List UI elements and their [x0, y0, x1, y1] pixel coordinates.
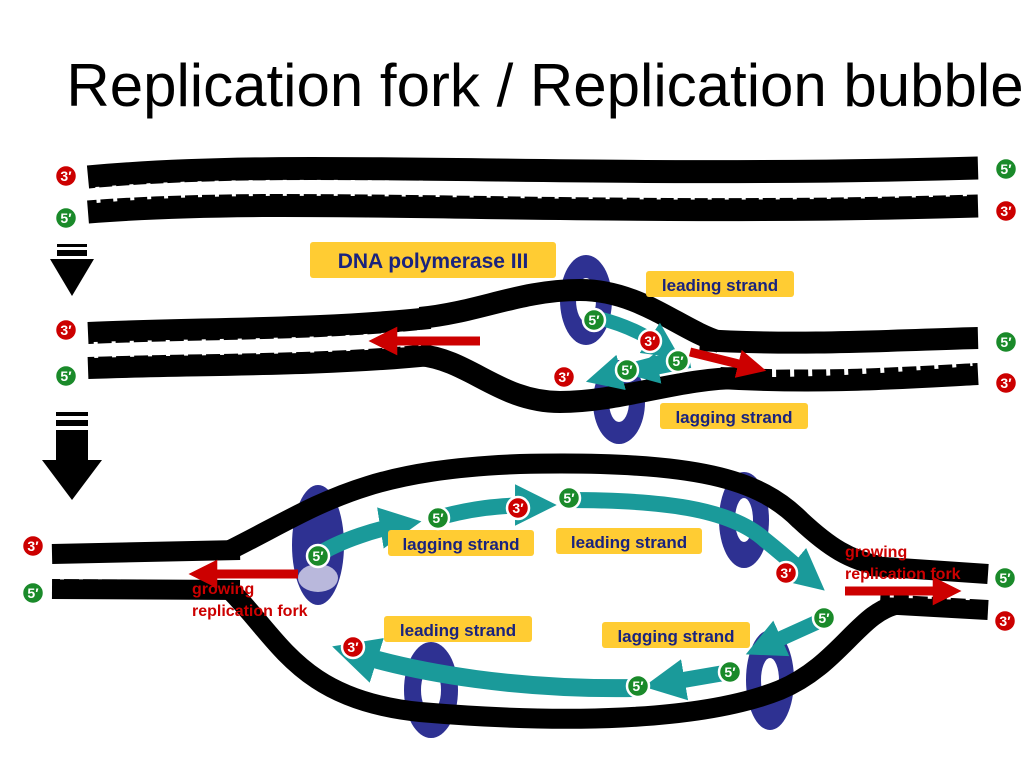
five-prime-label: 5′	[588, 312, 600, 328]
five-prime-label: 5′	[60, 210, 72, 226]
five-prime-label: 5′	[1000, 334, 1012, 350]
three-prime-label: 3′	[60, 322, 72, 338]
strand-end-badges: 3′ 5′ 5′ 3′ 3′ 5′ 5′ 3′ 5′ 3′ 5′ 5′ 3′ 3′ 5′ 5′ 3′ 5′ 5′ 3′…	[20, 156, 1019, 699]
five-prime-badge	[717, 659, 743, 685]
five-prime-badge	[665, 348, 691, 374]
svg-text:growing: growing	[845, 544, 907, 561]
five-prime-badge	[53, 363, 79, 389]
five-prime-badge	[992, 565, 1018, 591]
three-prime-badge	[993, 370, 1019, 396]
five-prime-label: 5′	[27, 585, 39, 601]
three-prime-label: 3′	[512, 500, 524, 516]
page-title: Replication fork / Replication bubble	[66, 52, 1024, 119]
three-prime-label: 3′	[780, 565, 792, 581]
svg-text:DNA polymerase III: DNA polymerase III	[338, 250, 529, 273]
three-prime-badge	[505, 495, 531, 521]
five-prime-label: 5′	[632, 678, 644, 694]
lagging-strand-fragment	[745, 613, 826, 657]
three-prime-badge	[773, 560, 799, 586]
five-prime-label: 5′	[672, 353, 684, 369]
three-prime-label: 3′	[1000, 203, 1012, 219]
three-prime-badge	[53, 163, 79, 189]
growing-fork-label-right: growing replication fork	[845, 544, 961, 583]
five-prime-label: 5′	[818, 610, 830, 626]
svg-text:lagging strand: lagging strand	[675, 408, 792, 427]
svg-text:leading strand: leading strand	[571, 533, 687, 552]
five-prime-label: 5′	[621, 362, 633, 378]
three-prime-label: 3′	[60, 168, 72, 184]
five-prime-label: 5′	[999, 570, 1011, 586]
svg-text:replication fork: replication fork	[192, 603, 308, 620]
three-prime-badge	[53, 317, 79, 343]
five-prime-badge	[811, 605, 837, 631]
five-prime-label: 5′	[432, 510, 444, 526]
lagging-strand-label: lagging strand	[602, 622, 750, 648]
leading-strand-label: leading strand	[384, 616, 532, 642]
three-prime-badge	[637, 328, 663, 354]
five-prime-badge	[305, 543, 331, 569]
three-prime-label: 3′	[27, 538, 39, 554]
five-prime-label: 5′	[563, 490, 575, 506]
three-prime-label: 3′	[347, 639, 359, 655]
three-prime-badge	[20, 533, 46, 559]
leading-strand-fragment	[596, 311, 681, 359]
down-arrow-icon	[42, 412, 102, 500]
three-prime-badge	[992, 608, 1018, 634]
three-prime-badge	[551, 364, 577, 390]
leading-strand-label: leading strand	[646, 271, 794, 297]
replication-fork	[87, 255, 979, 444]
five-prime-badge	[556, 485, 582, 511]
five-prime-badge	[581, 307, 607, 333]
svg-text:lagging strand: lagging strand	[617, 627, 734, 646]
five-prime-label: 5′	[1000, 161, 1012, 177]
five-prime-badge	[625, 673, 651, 699]
five-prime-badge	[53, 205, 79, 231]
leading-strand-label: leading strand	[556, 528, 702, 554]
svg-text:lagging strand: lagging strand	[402, 535, 519, 554]
dna-polymerase-label: DNA polymerase III	[310, 242, 556, 278]
five-prime-badge	[614, 357, 640, 383]
five-prime-label: 5′	[312, 548, 324, 564]
svg-text:replication fork: replication fork	[845, 566, 961, 583]
leading-strand-fragment	[332, 638, 637, 698]
svg-text:leading strand: leading strand	[400, 621, 516, 640]
svg-text:growing: growing	[192, 581, 254, 598]
red-direction-arrow-icon	[688, 347, 767, 378]
three-prime-badge	[340, 634, 366, 660]
lagging-strand-label: lagging strand	[660, 403, 808, 429]
five-prime-badge	[993, 156, 1019, 182]
three-prime-label: 3′	[558, 369, 570, 385]
five-prime-badge	[20, 580, 46, 606]
down-arrow-icon	[50, 244, 94, 296]
three-prime-label: 3′	[644, 333, 656, 349]
three-prime-label: 3′	[999, 613, 1011, 629]
three-prime-label: 3′	[1000, 375, 1012, 391]
lagging-strand-label: lagging strand	[388, 530, 534, 556]
five-prime-label: 5′	[724, 664, 736, 680]
five-prime-badge	[425, 505, 451, 531]
five-prime-badge	[993, 329, 1019, 355]
growing-fork-label-left: growing replication fork	[192, 581, 308, 620]
three-prime-badge	[993, 198, 1019, 224]
five-prime-label: 5′	[60, 368, 72, 384]
parental-dna	[86, 156, 979, 224]
svg-text:leading strand: leading strand	[662, 276, 778, 295]
